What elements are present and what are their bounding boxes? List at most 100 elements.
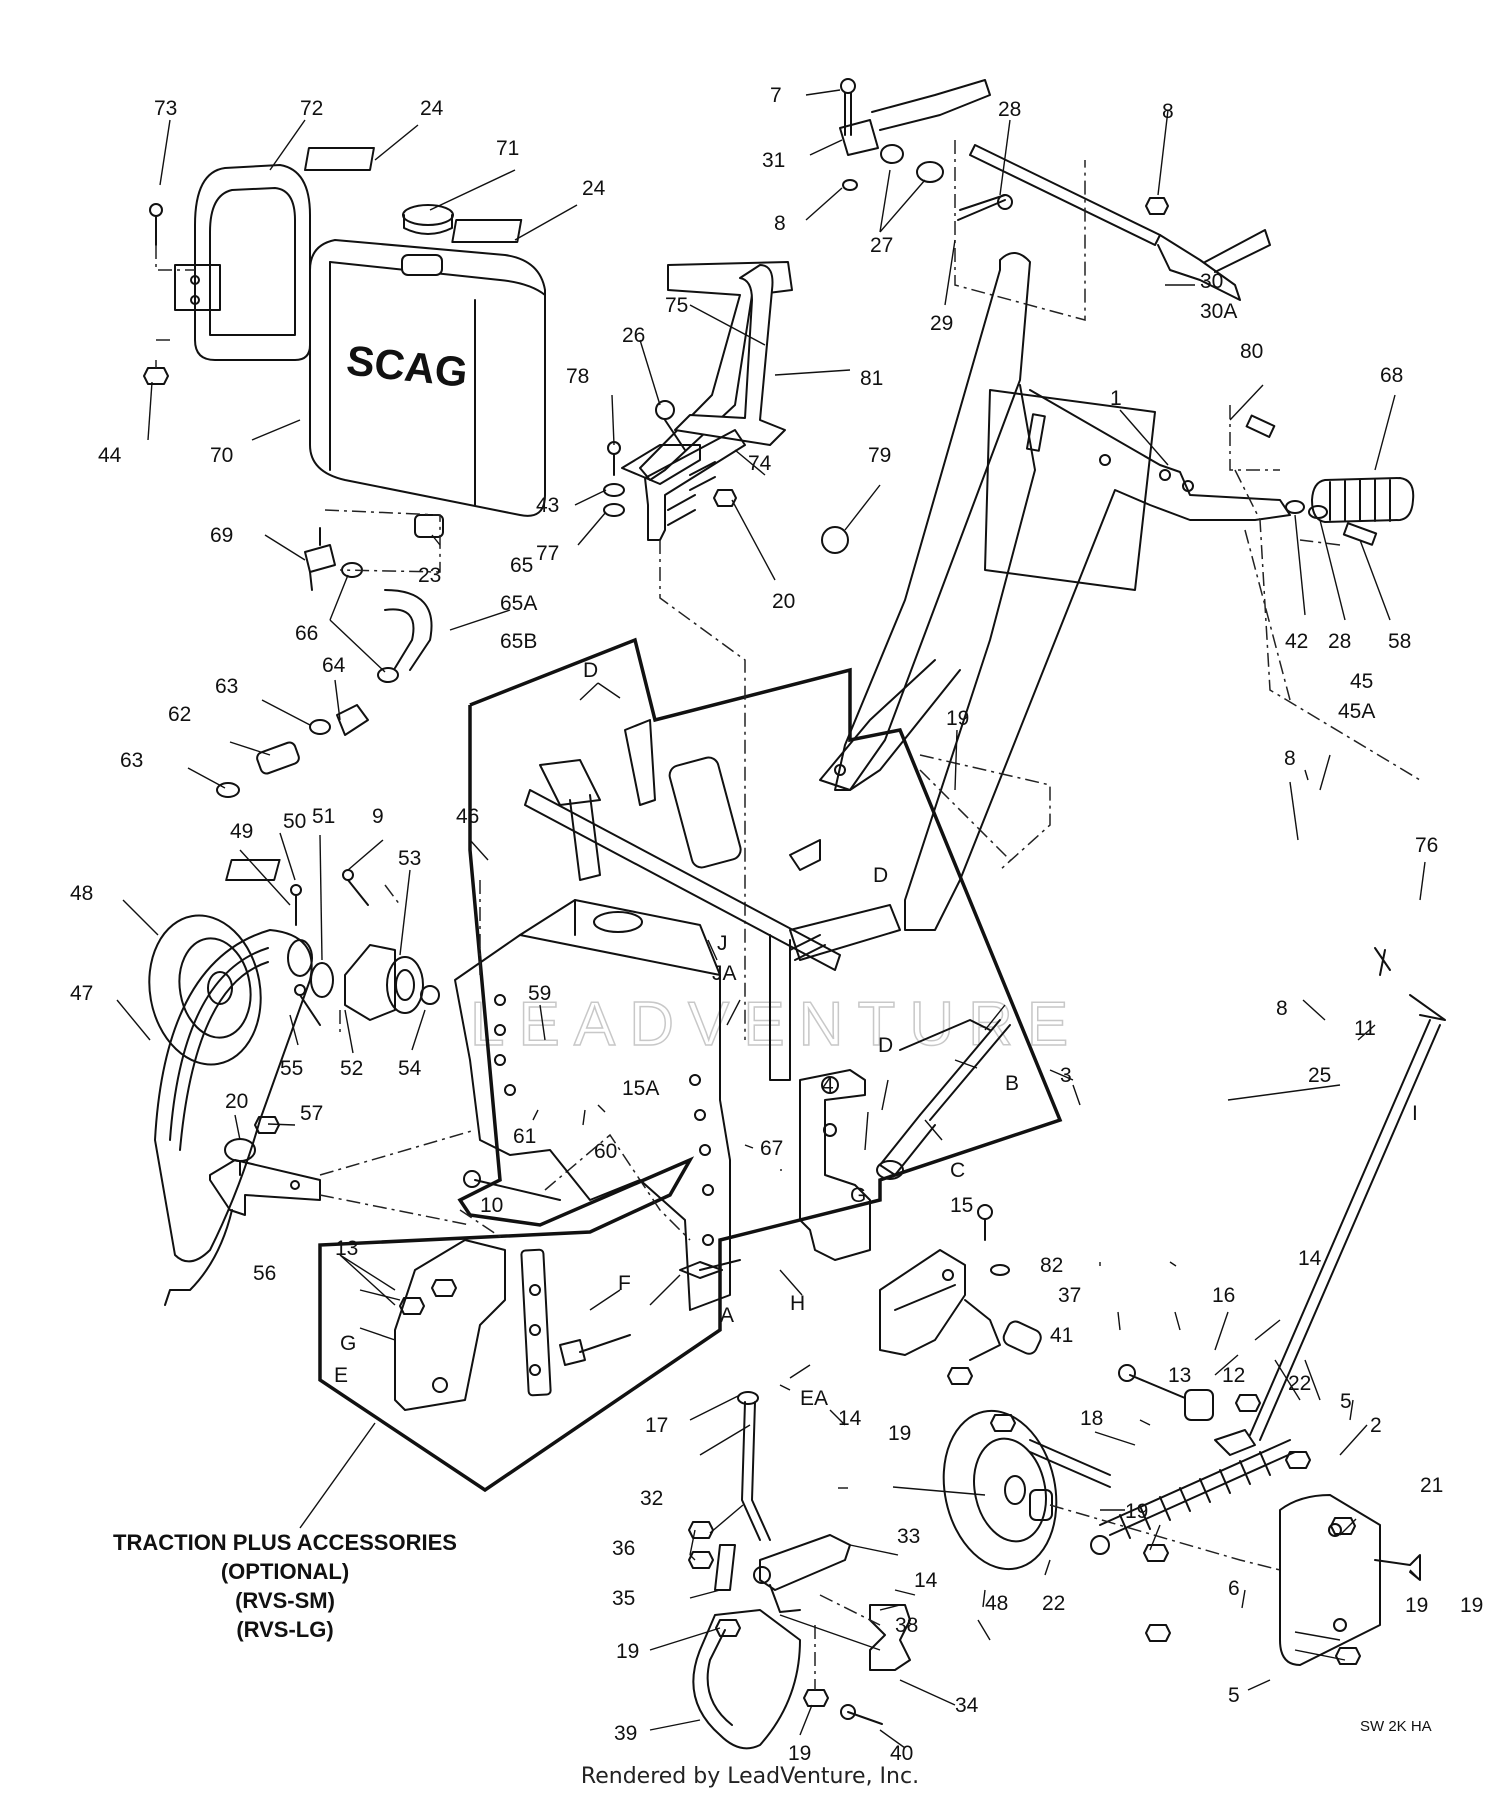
accessory-note-model-sm: (RVS-SM): [235, 1588, 335, 1613]
callout: 69: [210, 524, 233, 547]
callout: 11: [1354, 1017, 1376, 1040]
callout: 82: [1040, 1254, 1063, 1277]
callout: 43: [536, 494, 559, 517]
callout: 19: [1125, 1500, 1148, 1523]
callout: 5: [1340, 1390, 1352, 1413]
callout: 25: [1308, 1064, 1331, 1087]
callout: 20: [772, 590, 795, 613]
callout: 19: [946, 707, 969, 730]
callout: 76: [1415, 834, 1438, 857]
callout: 61: [513, 1125, 536, 1148]
callout: 7: [770, 84, 782, 107]
rod-10: [1249, 1019, 1441, 1441]
callout: 5: [1228, 1684, 1240, 1707]
nut: [688, 1551, 714, 1569]
callout: 22: [1042, 1592, 1065, 1615]
bearing: [386, 956, 424, 1014]
callout: 46: [456, 805, 479, 828]
hand-grip: [1311, 477, 1415, 523]
arm-bracket: [879, 1249, 966, 1356]
callout: D: [583, 659, 598, 682]
callout: 34: [955, 1694, 979, 1717]
spacer: [1002, 1320, 1042, 1355]
callout: 8: [1284, 747, 1296, 770]
switch-bracket: [209, 1159, 321, 1216]
callout: 37: [1058, 1284, 1081, 1307]
callout: 65A: [500, 592, 537, 615]
handle-panel: [984, 389, 1156, 591]
callout: 26: [622, 324, 645, 347]
arm-group: [688, 947, 1446, 1750]
callout: 65: [510, 554, 533, 577]
pivot-shaft: [524, 789, 841, 971]
callout: J: [717, 932, 728, 955]
callout: 10: [480, 1194, 503, 1217]
retaining-ring: [821, 526, 849, 554]
callout: 57: [300, 1102, 323, 1125]
callout: 23: [418, 564, 441, 587]
handle-assembly: [819, 252, 1421, 931]
callout: G: [850, 1184, 866, 1207]
callout: 19: [1405, 1594, 1428, 1617]
callout: 22: [1288, 1372, 1311, 1395]
spring-clip: [1374, 947, 1391, 976]
nut: [1145, 1624, 1171, 1642]
band-clamp: [692, 1609, 801, 1750]
bolt-56: [474, 1179, 561, 1201]
nut: [1330, 1517, 1356, 1535]
tank-brand-logo: SCAG: [344, 337, 470, 396]
callout: 81: [860, 367, 883, 390]
callout: 35: [612, 1587, 635, 1610]
callout: 79: [868, 444, 891, 467]
drawing-code: SW 2K HA: [1360, 1718, 1432, 1735]
nut: [1335, 1647, 1361, 1665]
callout: 30A: [1200, 300, 1237, 323]
callout: 52: [340, 1057, 363, 1080]
accessory-note: TRACTION PLUS ACCESSORIES (OPTIONAL) (RV…: [60, 1528, 510, 1644]
callout: E: [334, 1364, 348, 1387]
callout: 45: [1350, 670, 1373, 693]
accessory-note-title: TRACTION PLUS ACCESSORIES: [113, 1530, 457, 1555]
callout: D: [878, 1034, 893, 1057]
callout: 77: [536, 542, 559, 565]
flange-nut: [399, 1297, 425, 1315]
callout: 17: [645, 1414, 668, 1437]
fuel-hose: [384, 589, 433, 671]
handle-frame: [834, 252, 1031, 791]
callout: A: [720, 1304, 734, 1327]
callout: 12: [1222, 1364, 1245, 1387]
callout: 19: [616, 1640, 639, 1663]
callout: 68: [1380, 364, 1403, 387]
callout: 15: [950, 1194, 973, 1217]
switch-bracket-group: [164, 1116, 561, 1306]
bracket-plate: [520, 1248, 552, 1397]
callout: G: [340, 1332, 356, 1355]
callout: 8: [1162, 100, 1174, 123]
callout: 55: [280, 1057, 303, 1080]
callout: 53: [398, 847, 421, 870]
callout: 19: [1460, 1594, 1483, 1617]
callout: 51: [312, 805, 335, 828]
rod-b: [919, 1019, 1011, 1121]
callout: 32: [640, 1487, 663, 1510]
nut: [1285, 1451, 1311, 1469]
brake-rod: [741, 1401, 771, 1541]
callout: 45A: [1338, 700, 1375, 723]
fuel-tank: [309, 239, 546, 517]
shutoff-valve: [304, 544, 336, 573]
decal: [304, 147, 375, 171]
drive-belt: [154, 929, 313, 1263]
nut: [715, 1619, 741, 1637]
callout: 48: [985, 1592, 1008, 1615]
main-frame: [454, 899, 731, 1311]
callout: 14: [838, 1407, 862, 1430]
callout: 48: [70, 882, 93, 905]
drive-group: [148, 859, 481, 1263]
decal: [451, 219, 523, 243]
main-frame-bracket: [454, 934, 731, 1311]
nut: [688, 1521, 714, 1539]
callout: 54: [398, 1057, 422, 1080]
callout: 13: [335, 1237, 358, 1260]
accessory-note-optional: (OPTIONAL): [220, 1559, 350, 1584]
callout: 59: [528, 982, 551, 1005]
